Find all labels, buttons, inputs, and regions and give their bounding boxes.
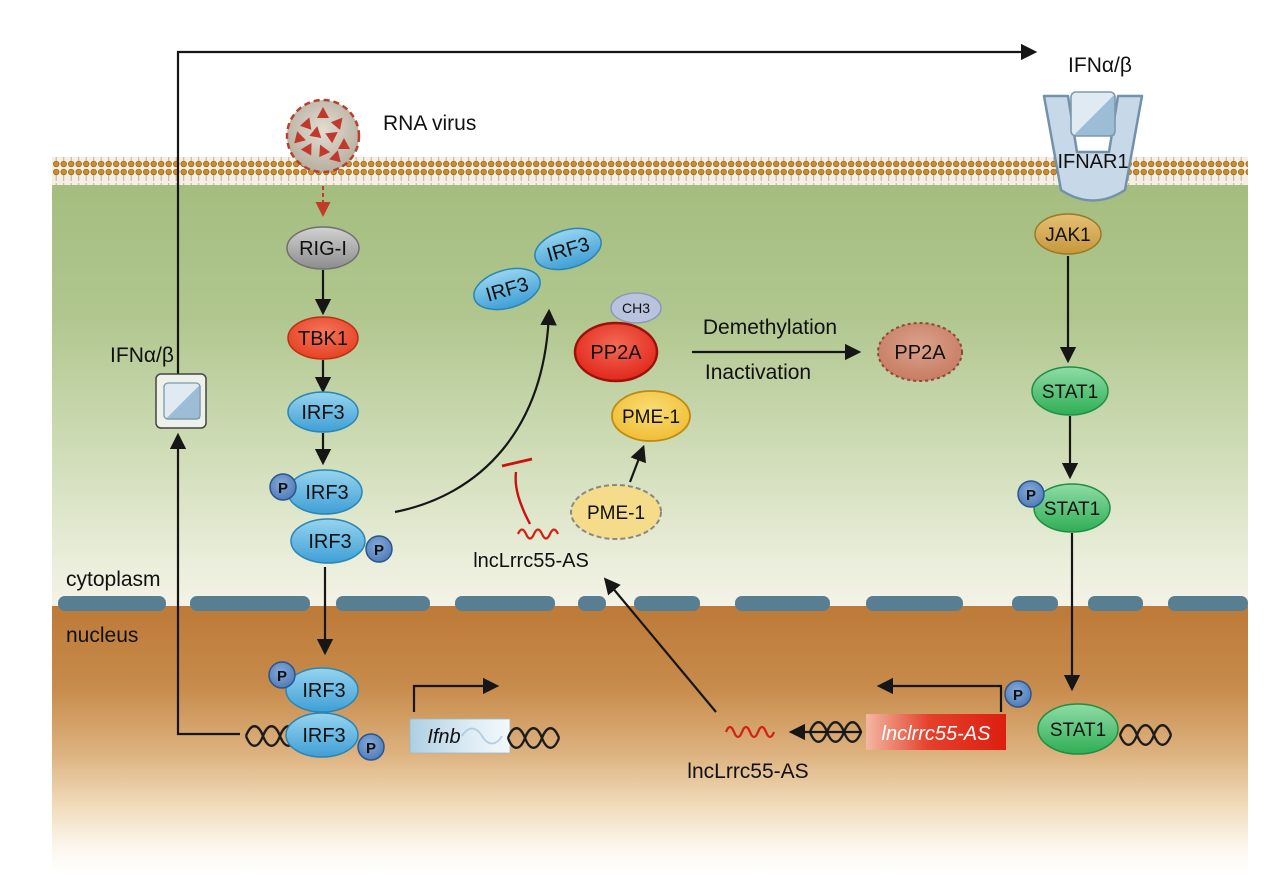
stat1-label: STAT1 (1042, 382, 1098, 403)
nuclear-membrane (58, 596, 1248, 611)
lncrna-squiggle (724, 725, 776, 739)
lnclrrc55-transcription-arrow (876, 677, 1003, 712)
pme1-lncrna-complex: PME-1 lncLrrc55-AS (473, 484, 662, 572)
tbk1-node: TBK1 (287, 316, 359, 360)
phospho-badge (365, 535, 393, 563)
phospho-badge (1017, 480, 1045, 508)
nuclear-stat1-node: STAT1 (1004, 680, 1119, 755)
phospho-badge (357, 733, 385, 761)
pp2a-active-node: PP2A (573, 321, 659, 383)
jak1-label: JAK1 (1045, 225, 1090, 246)
nuclear-membrane-segment (1012, 596, 1058, 611)
pme1-release-arrow (628, 444, 646, 483)
rna-virus-particle: RNA virus (285, 98, 476, 174)
lnclrrc55-rna-label: lncLrrc55-AS (687, 760, 808, 783)
pme1-label: PME-1 (622, 407, 680, 428)
rna-virus-label: RNA virus (383, 112, 476, 135)
receptor-body (1042, 94, 1144, 202)
irf3-label: IRF3 (302, 725, 345, 747)
lnclrrc55-gene-box: lnclrrc55-AS (866, 714, 1006, 750)
irf3-label: IRF3 (301, 402, 344, 424)
demethylation-label: Demethylation (703, 316, 837, 339)
phospho-badge (269, 473, 297, 501)
ifnb-transcription-arrow (412, 677, 500, 712)
ifn-alpha-beta-label-left: IFNα/β (110, 344, 174, 367)
stat1-label: STAT1 (1050, 720, 1106, 741)
pp2a-label: PP2A (894, 342, 946, 364)
nuclear-membrane-segment (634, 596, 700, 611)
ifn-alpha-beta-box: IFNα/β (110, 344, 207, 429)
nuclear-membrane-segment (190, 596, 310, 611)
nuclear-membrane-segment (58, 596, 166, 611)
tbk1-label: TBK1 (298, 328, 348, 350)
ifnb-gene-box: Ifnb (409, 718, 511, 754)
irf3-label: IRF3 (302, 680, 345, 702)
phospho-stat1-node: STAT1 (1017, 480, 1111, 533)
ifn-secretion-arrow (176, 43, 1038, 374)
ch3-label: CH3 (622, 300, 650, 316)
irf3-dephosphorylation-arrow (394, 308, 557, 514)
nuclear-membrane-segment (866, 596, 963, 611)
jak1-node: JAK1 (1034, 213, 1102, 255)
virus-rna-fragments (294, 107, 350, 163)
free-irf3-node: IRF3 (534, 227, 602, 271)
ifnb-gene-label: Ifnb (427, 726, 460, 748)
faint-helix (461, 727, 503, 745)
ifn-ligand-icon (163, 382, 201, 420)
plasma-membrane (52, 157, 1248, 185)
cytoplasm-label: cytoplasm (66, 568, 161, 591)
ifn-ligand-icon (1070, 91, 1116, 137)
free-irf3-node: IRF3 (473, 267, 541, 311)
ifnar1-receptor: IFNAR1 (1042, 91, 1144, 202)
inhibition-tbar (501, 457, 533, 525)
inactivation-label: Inactivation (705, 361, 811, 384)
irf3-node: IRF3 (287, 391, 359, 433)
pme1-node: PME-1 (611, 390, 691, 442)
nuclear-membrane-segment (735, 596, 830, 611)
rig-i-node: RIG-I (286, 226, 360, 270)
nuclear-membrane-segment (578, 596, 606, 611)
rna-to-pme1-arrow (603, 577, 717, 713)
pme1-label: PME-1 (587, 503, 645, 524)
stat1-node: STAT1 (1031, 366, 1109, 416)
nucleus-label: nucleus (66, 624, 138, 647)
ifnar1-label: IFNAR1 (1057, 151, 1128, 173)
virus-envelope (285, 98, 361, 174)
nuclear-membrane-segment (1168, 596, 1248, 611)
pp2a-label: PP2A (590, 342, 642, 364)
nuclear-membrane-segment (336, 596, 430, 611)
ifnb-to-ifn-arrow (169, 432, 240, 736)
pp2a-inactive-node: PP2A (877, 322, 963, 382)
lnclrrc55-rna-label: lncLrrc55-AS (473, 550, 589, 572)
stat1-label: STAT1 (1044, 499, 1100, 520)
ifn-alpha-beta-label-top: IFNα/β (1068, 54, 1132, 77)
phospho-badge (268, 661, 296, 689)
irf3-label: IRF3 (305, 482, 348, 504)
nuclear-membrane-segment (1088, 596, 1143, 611)
lnclrrc55-gene-label: lnclrrc55-AS (882, 723, 992, 745)
phospho-badge (1004, 680, 1032, 708)
ch3-group: CH3 (610, 292, 662, 324)
rig-i-label: RIG-I (299, 238, 347, 260)
phospho-irf3-dimer: IRF3 IRF3 (269, 469, 393, 564)
lncrna-squiggle (516, 528, 560, 540)
nuclear-membrane-segment (455, 596, 555, 611)
irf3-label: IRF3 (308, 531, 351, 553)
nuclear-irf3-dimer: IRF3 IRF3 (268, 661, 385, 761)
